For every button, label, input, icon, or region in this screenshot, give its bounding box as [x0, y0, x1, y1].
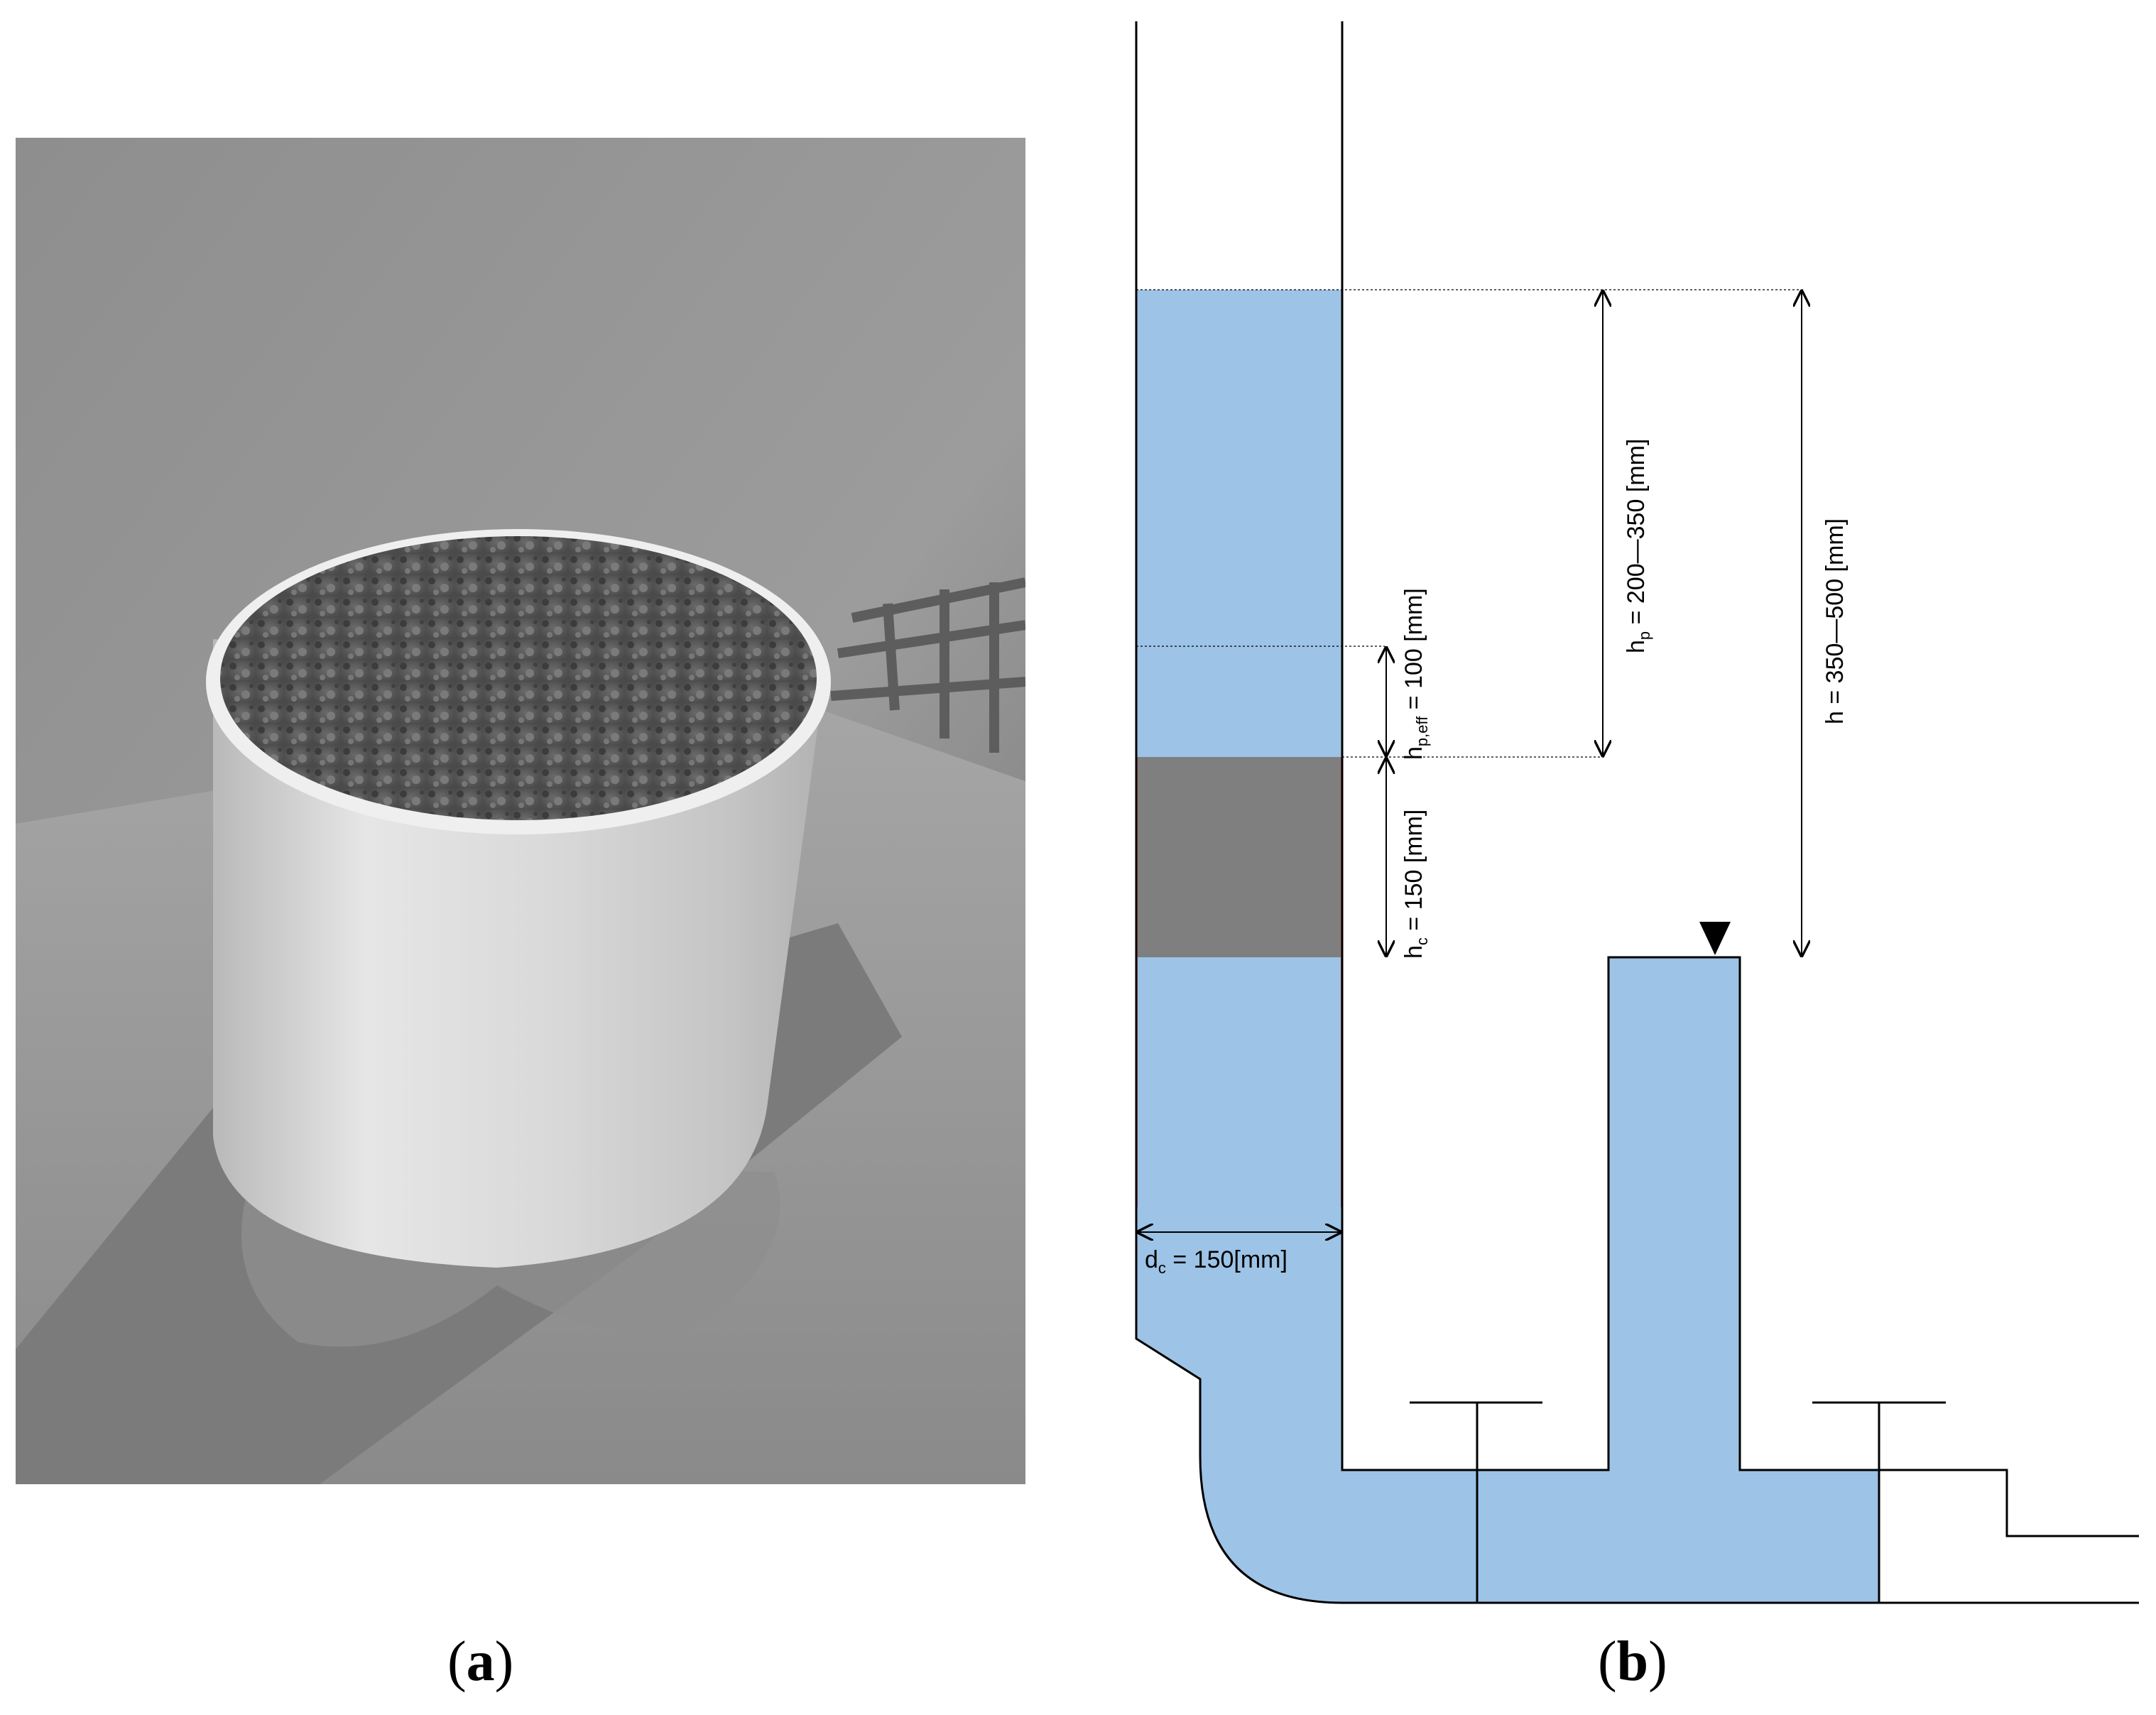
valve-right: [1812, 1401, 1946, 1603]
hpeff-label: hp,eff = 100 [mm]: [1400, 588, 1431, 760]
metal-rack: [830, 577, 1025, 753]
column-wall-right: [1341, 21, 2139, 1537]
hp-label: hp = 200—350 [mm]: [1623, 439, 1653, 653]
panel-b-label: b: [1616, 1630, 1649, 1693]
panel-b-caption: (b): [1598, 1630, 1667, 1693]
h-label: h = 350—500 [mm]: [1822, 518, 1849, 724]
water-level-triangle-icon: [1699, 922, 1731, 955]
upper-water-column: [1136, 290, 1342, 757]
panel-a-label: a: [466, 1630, 495, 1693]
valve-left: [1410, 1401, 1542, 1603]
hc-label: hc = 150 [mm]: [1400, 810, 1431, 959]
porous-concrete-surface: [220, 536, 817, 820]
column-wall-left: [1135, 21, 2139, 1604]
panel-a-caption: (a): [447, 1630, 514, 1693]
concrete-specimen: [1136, 757, 1342, 957]
dc-label: dc = 150[mm]: [1145, 1246, 1287, 1277]
lower-water-column: [1136, 957, 1878, 1603]
